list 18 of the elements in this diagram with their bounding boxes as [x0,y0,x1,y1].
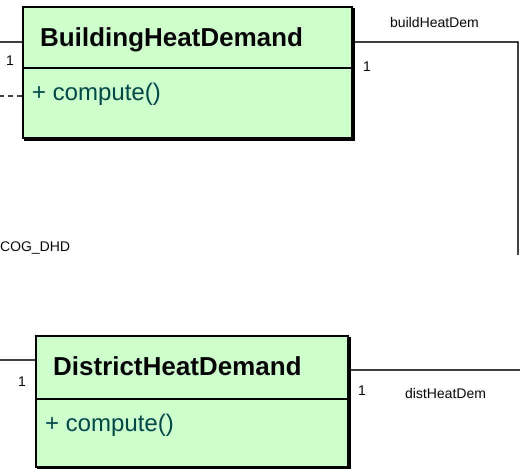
class-name: BuildingHeatDemand [40,22,303,53]
multiplicity-label: 1 [6,52,14,68]
multiplicity-label: 1 [358,382,366,398]
association-line [0,41,22,43]
multiplicity-label: 1 [18,373,26,389]
operation-text: + compute() [45,410,174,438]
class-box [35,335,349,468]
operation-text: + compute() [32,79,161,107]
multiplicity-label: 1 [363,58,371,74]
association-name: COG_DHD [0,238,70,254]
class-name: DistrictHeatDemand [53,351,302,382]
role-name: distHeatDem [405,385,486,401]
role-name: buildHeatDem [390,14,479,30]
association-line [349,369,520,371]
dashed-connector [0,95,22,97]
association-line [0,359,35,361]
association-line [353,41,519,255]
class-box [22,6,353,139]
